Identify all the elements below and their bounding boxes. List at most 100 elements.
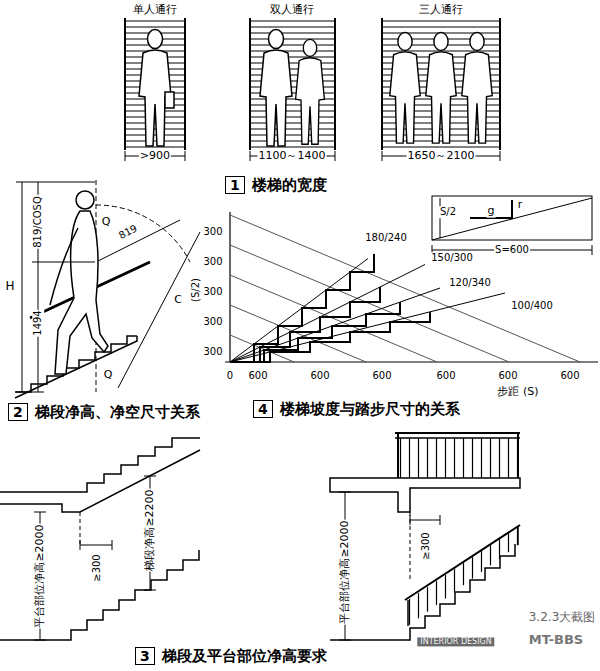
step-inset <box>470 200 512 218</box>
dimension-line <box>16 182 95 183</box>
caption-text: 单人通行 <box>132 4 178 17</box>
dimension-line <box>339 492 351 493</box>
caption-text: 三人通行 <box>418 4 464 17</box>
stair-section <box>0 438 200 640</box>
axis-tick: 0 <box>226 370 234 382</box>
figure-heading: 楼梯的宽度 <box>252 176 327 194</box>
stair-railing <box>330 433 520 640</box>
stair-plan <box>249 18 251 150</box>
climbing-person <box>76 191 94 209</box>
axis-tick: 300 <box>202 226 223 238</box>
dimension-text: 平台部位净高≥2000 <box>34 523 47 628</box>
stair-plan <box>125 20 185 150</box>
stair-section <box>15 180 200 398</box>
slope-chart <box>230 254 430 362</box>
stair-railing <box>408 527 518 626</box>
climbing-person <box>55 211 108 374</box>
figure-number: 1 <box>225 176 245 194</box>
axis-tick: 300 <box>202 346 223 358</box>
stair-railing <box>397 433 399 478</box>
stair-railing <box>330 478 520 512</box>
dimension-text: 1650～2100 <box>407 150 476 163</box>
figure-title: 4 楼梯坡度与踏步尺寸的关系 <box>253 400 460 418</box>
axis-tick: 600 <box>247 370 268 382</box>
stair-plan <box>296 39 325 144</box>
line-symbol: C <box>173 294 183 307</box>
watermark: 3.2.3大截图 <box>528 611 597 625</box>
axis-title: (S/2) <box>190 277 202 303</box>
angle-symbol: Q <box>101 216 112 229</box>
axis-tick: 600 <box>309 370 330 382</box>
dimension-text: ≥300 <box>91 553 103 582</box>
stair-railing <box>407 600 409 626</box>
slope-chart <box>230 215 580 362</box>
stair-railing <box>517 433 519 478</box>
dimension-line <box>144 476 156 477</box>
stair-plan <box>390 32 420 143</box>
dimension-line <box>339 492 440 640</box>
dimension-line <box>16 392 44 393</box>
dimension-line <box>80 540 81 550</box>
slope-chart <box>225 212 598 362</box>
stair-railing <box>405 525 520 600</box>
stair-plan <box>124 18 126 150</box>
stair-section <box>118 232 200 388</box>
figure-heading: 梯段及平台部位净高要求 <box>162 647 327 665</box>
slope-label: 150/300 <box>430 252 474 264</box>
watermark: MT-BBS <box>528 633 584 648</box>
axis-tick: 600 <box>371 370 392 382</box>
dimension-text: >900 <box>139 150 171 163</box>
figure-title: 2 梯段净高、净空尺寸关系 <box>8 403 200 421</box>
axis-tick: 600 <box>559 370 580 382</box>
slope-label: 180/240 <box>364 232 408 244</box>
stair-section <box>0 450 200 512</box>
dimension-line <box>80 545 112 546</box>
dimension-text: 梯段净高≥2200 <box>144 488 157 571</box>
dimension-line <box>335 151 336 161</box>
figure-number: 2 <box>8 403 28 421</box>
slope-chart <box>230 215 580 362</box>
figure-title: 3 梯段及平台部位净高要求 <box>135 647 327 665</box>
step-inset <box>432 196 592 240</box>
stair-plan <box>462 32 492 143</box>
step-inset <box>440 198 441 238</box>
axis-tick: 600 <box>435 370 456 382</box>
slope-label: 120/340 <box>448 277 492 289</box>
stair-plan <box>334 18 336 150</box>
dimension-text: 819/COSQ <box>32 195 44 249</box>
dimension-line <box>34 640 46 641</box>
dimension-line <box>16 182 95 392</box>
dimension-line <box>144 590 156 591</box>
figure-number: 3 <box>135 647 155 665</box>
figure-heading: 楼梯坡度与踏步尺寸的关系 <box>280 400 460 418</box>
dimension-text: 819 <box>116 222 140 242</box>
dimension-line <box>250 151 251 161</box>
dimension-line <box>32 262 95 263</box>
step-inset <box>432 198 592 240</box>
stair-plan <box>184 18 186 150</box>
dimension-line <box>34 512 46 513</box>
stair-section <box>15 336 137 398</box>
dimension-line <box>410 520 440 521</box>
slope-chart <box>230 245 509 362</box>
step-inset <box>592 245 593 255</box>
stair-section <box>15 336 137 392</box>
stair-railing <box>398 438 518 478</box>
stair-plan <box>382 20 500 150</box>
dimension-text: ≥300 <box>420 531 432 560</box>
figure-heading: 梯段净高、净空尺寸关系 <box>35 403 200 421</box>
figure-number: 4 <box>253 400 273 418</box>
dimension-text: S/2 <box>439 206 457 218</box>
slope-chart <box>229 212 230 362</box>
figure-title: 1 楼梯的宽度 <box>225 176 327 194</box>
stair-plan <box>260 30 292 147</box>
slope-label: 100/400 <box>510 300 554 312</box>
climbing-person <box>50 228 78 305</box>
dimension-line <box>440 515 441 525</box>
slope-chart <box>230 275 437 362</box>
dimension-symbol: r <box>517 199 524 212</box>
caption-text: 双人通行 <box>269 4 315 17</box>
climbing-person <box>50 191 108 374</box>
